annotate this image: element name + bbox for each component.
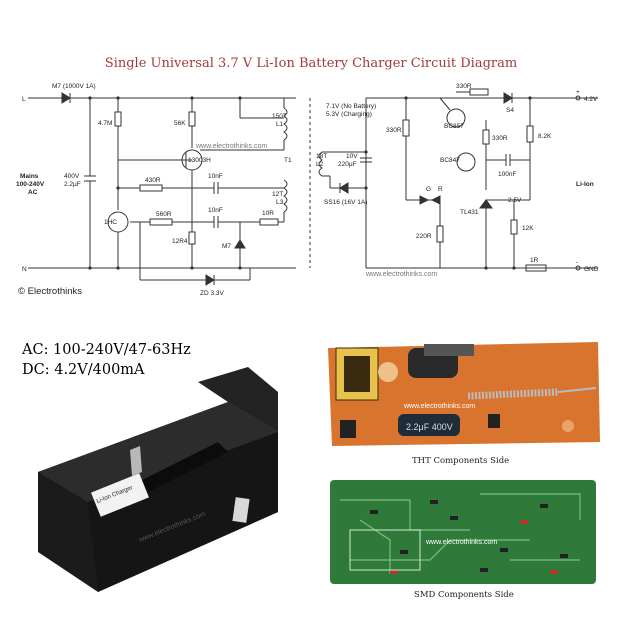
watermark-left: www.electrothinks.com <box>195 143 267 150</box>
tht-caption: THT Components Side <box>412 456 510 466</box>
l2-label-2: L2 <box>316 161 324 168</box>
r-330r-left-label: 330R <box>386 127 402 134</box>
bc847-label: BC847 <box>440 157 460 164</box>
smd-watermark: www.electrothinks.com <box>425 539 497 546</box>
node-l-label: L <box>22 96 26 103</box>
tht-cap-marking: 2.2μF 400V <box>406 422 453 432</box>
r-330r-mid-label: 330R <box>492 135 508 142</box>
r-430r-label: 430R <box>145 177 161 184</box>
volt-note-2: 5.3V (Charging) <box>326 111 372 118</box>
t1-label: T1 <box>284 157 292 164</box>
r-4m7-label: 4.7M <box>98 120 112 127</box>
l3-label-2: L3 <box>276 199 284 206</box>
specs-block: AC: 100-240V/47-63Hz DC: 4.2V/400mA <box>22 340 191 380</box>
tl431-label: TL431 <box>460 209 479 216</box>
v-2-5-label: 2.5V <box>508 197 522 204</box>
q-1hc-label: 1HC <box>104 219 117 226</box>
c-10nf-a-label: 10nF <box>208 173 223 180</box>
smd-pcb-photo: www.electrothinks.com <box>330 480 596 584</box>
mains-label-3: AC <box>28 189 38 196</box>
l1-label-2: L1 <box>276 121 284 128</box>
watermark-right: www.electrothinks.com <box>365 271 437 278</box>
dc-spec: DC: 4.2V/400mA <box>22 362 145 378</box>
cap-400v-label-2: 2.2μF <box>64 181 81 188</box>
q-13003h-label: 13003H <box>188 157 211 164</box>
led-r-label: R <box>438 186 443 193</box>
node-n-label: N <box>22 266 27 273</box>
r-12r4-label: 12R4 <box>172 238 188 245</box>
tht-watermark: www.electrothinks.com <box>403 403 475 410</box>
mains-label-1: Mains <box>20 173 39 180</box>
circuit-diagram: L N Mains 100-240V AC M7 (1000V 1A) 4.7M… <box>16 83 599 297</box>
r-8k2-label: 8.2K <box>538 133 552 140</box>
r-330r-top-label: 330R <box>456 83 472 90</box>
ac-spec: AC: 100-240V/47-63Hz <box>22 342 191 358</box>
plug-pin <box>232 497 250 523</box>
mains-label-2: 100-240V <box>16 181 45 188</box>
r-10r-label: 10R <box>262 210 274 217</box>
r-220r-label: 220R <box>416 233 432 240</box>
cap-10v-label-2: 220μF <box>338 161 357 168</box>
gnd-sign-label: - <box>576 259 578 266</box>
m7-1000v-label: M7 (1000V 1A) <box>52 83 96 90</box>
r-1r-label: 1R <box>530 257 539 264</box>
c-100nf-label: 100nF <box>498 171 516 178</box>
c-10nf-b-label: 10nF <box>208 207 223 214</box>
volt-note-1: 7.1V (No Battery) <box>326 103 376 110</box>
s4-label: S4 <box>506 107 514 114</box>
m7-label: M7 <box>222 243 231 250</box>
gnd-label: GND <box>584 266 599 273</box>
out-v-label: 4.2V <box>584 96 598 103</box>
charger-label-sticker <box>91 473 149 517</box>
r-56k-label: 56K <box>174 120 186 127</box>
led-g-label: G <box>426 186 431 193</box>
li-ion-label: Li-Ion <box>576 181 594 188</box>
cap-400v-label-1: 400V <box>64 173 80 180</box>
smd-caption: SMD Components Side <box>414 590 514 600</box>
l3-label-1: 12T <box>272 191 283 198</box>
diagram-title: Single Universal 3.7 V Li-Ion Battery Ch… <box>104 56 518 71</box>
out-pos-label: + <box>576 89 580 96</box>
ss16-label: SS16 (16V 1A) <box>324 199 367 206</box>
bc857-label: BC857 <box>444 123 464 130</box>
l2-label-1: 18T <box>316 153 327 160</box>
r-12k-label: 12K <box>522 225 534 232</box>
copyright-notice: © Electrothinks <box>18 286 83 297</box>
zd-label: ZD 3.3V <box>200 290 225 297</box>
r-560r-label: 560R <box>156 211 172 218</box>
charger-photo: Li-Ion Charger www.electrothinks.com <box>38 367 278 592</box>
tht-pcb-photo: 2.2μF 400V www.electrothinks.com <box>328 342 600 446</box>
l1-label-1: 150T <box>272 113 287 120</box>
battery-contact <box>130 446 142 476</box>
cap-10v-label-1: 10V <box>346 153 358 160</box>
